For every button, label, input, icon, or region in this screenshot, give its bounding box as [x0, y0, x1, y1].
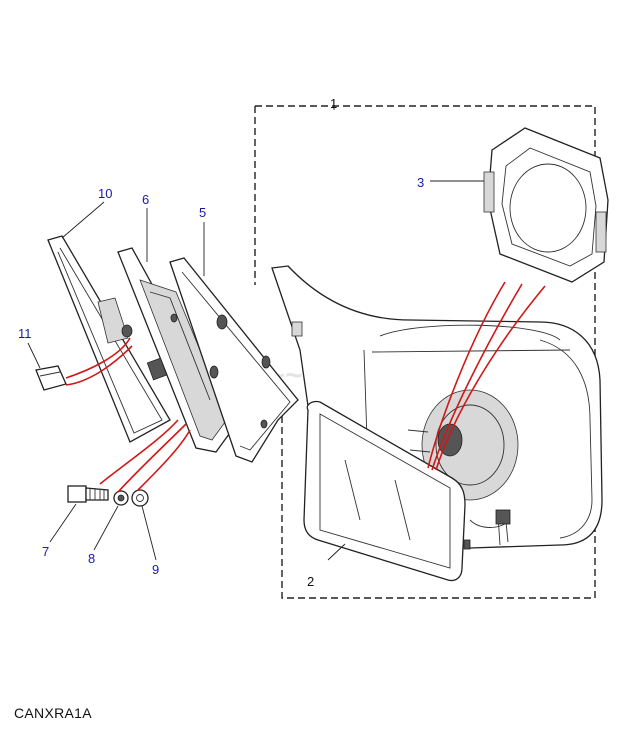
callout-10: 10 [98, 186, 112, 201]
assembly-boundary-dashed-box [254, 105, 596, 599]
mirror-housing [271, 265, 603, 550]
part-9-washer [131, 489, 149, 507]
part-3-mirror-frame [483, 127, 609, 283]
diagram-code: CANXRA1A [14, 705, 92, 721]
part-10-gasket [47, 235, 171, 443]
part-2-mirror-glass [303, 400, 466, 582]
callout-2: 2 [307, 574, 314, 589]
part-6-mounting-plate [117, 247, 233, 453]
callout-3: 3 [417, 175, 424, 190]
callout-7: 7 [42, 544, 49, 559]
part-8-washer [113, 490, 129, 506]
callout-6: 6 [142, 192, 149, 207]
callout-5: 5 [199, 205, 206, 220]
part-7-bolt [67, 485, 109, 503]
callout-9: 9 [152, 562, 159, 577]
callout-labels: 1 2 3 5 6 7 8 9 10 11 [18, 96, 424, 589]
callout-11: 11 [18, 326, 32, 341]
callout-8: 8 [88, 551, 95, 566]
callout-leaders [27, 106, 484, 561]
callout-1: 1 [330, 96, 337, 111]
part-5-seal-plate [169, 257, 299, 463]
red-assembly-lines [65, 281, 546, 493]
part-11-clip [35, 365, 67, 391]
